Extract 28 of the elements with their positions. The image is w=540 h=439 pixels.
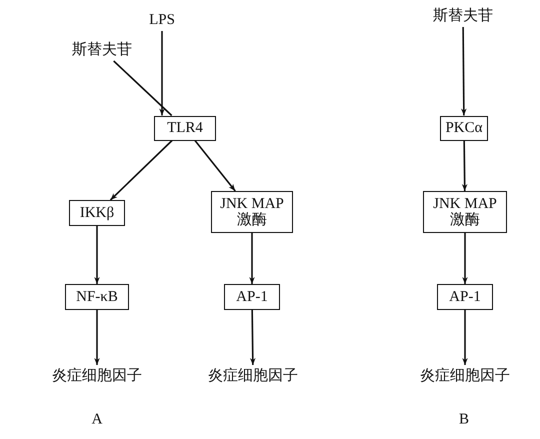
process-box: AP-1 xyxy=(437,284,493,310)
process-box: NF-κB xyxy=(65,284,129,310)
process-box: TLR4 xyxy=(154,116,216,140)
panel-label: B xyxy=(459,412,469,428)
arrow xyxy=(194,140,236,192)
arrow xyxy=(94,310,100,365)
arrow xyxy=(110,140,173,201)
process-box: JNK MAP 激酶 xyxy=(211,191,293,233)
process-box: PKCα xyxy=(440,116,488,140)
arrow xyxy=(249,233,255,284)
text-label: 炎症细胞因子 xyxy=(42,365,152,387)
text-label: 炎症细胞因子 xyxy=(198,365,308,387)
text-label: 炎症细胞因子 xyxy=(410,365,520,387)
text-label: 斯替夫苷 xyxy=(423,5,503,27)
process-box: JNK MAP 激酶 xyxy=(423,191,507,233)
arrow xyxy=(461,27,467,116)
arrow xyxy=(462,310,468,365)
process-box: IKKβ xyxy=(69,200,125,226)
panel-label: A xyxy=(92,412,102,428)
text-label: 斯替夫苷 xyxy=(62,39,142,61)
arrow xyxy=(94,226,100,284)
arrow xyxy=(250,310,256,366)
arrow xyxy=(462,140,468,192)
process-box: AP-1 xyxy=(224,284,280,310)
text-label: LPS xyxy=(142,9,182,31)
connector-line xyxy=(113,60,172,116)
arrow xyxy=(462,233,468,284)
arrow xyxy=(159,31,165,116)
